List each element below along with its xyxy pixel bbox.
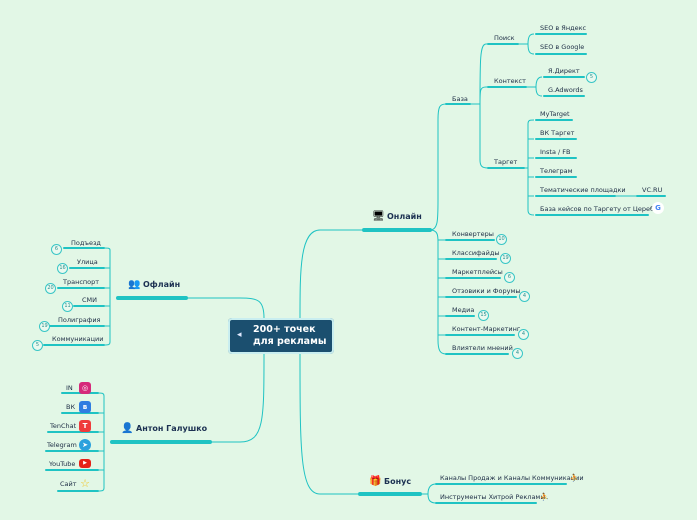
telegram-icon: ➤ [79,439,91,451]
node-base[interactable]: База [452,95,468,103]
leaf-tricky-ad-tools[interactable]: Инструменты Хитрой Рекламы [440,493,546,501]
leaf-sales-channels[interactable]: Каналы Продаж и Каналы Коммуникации [440,474,584,482]
count-badge: 5 [32,340,43,351]
leaf-yandex-direct[interactable]: Я.Директ [548,67,580,75]
leaf-telegram[interactable]: Телеграм [540,167,573,175]
leaf-seo-google[interactable]: SEO в Google [540,43,585,51]
leaf-seo-yandex[interactable]: SEO в Яндекс [540,24,587,32]
people-icon: ⛹ [540,493,549,501]
leaf-insta-fb[interactable]: Insta / FB [540,148,571,156]
star-icon: ☆ [80,477,90,490]
count-badge: 4 [519,291,530,302]
tenchat-icon: T [79,420,91,432]
branch-online[interactable]: Онлайн [387,212,422,221]
youtube-icon: ▶ [79,459,91,468]
leaf-printing[interactable]: Полиграфия [58,316,101,324]
leaf-entrance[interactable]: Подъезд [71,239,101,247]
node-search[interactable]: Поиск [494,34,515,42]
link-tenchat[interactable]: TenChat [50,422,77,430]
count-badge: 15 [478,310,489,321]
node-reviews-forums[interactable]: Отзовики и Форумы [452,287,521,295]
leaf-vk-target[interactable]: ВК Таргет [540,129,575,137]
count-badge: 16 [57,263,68,274]
count-badge: 6 [504,272,515,283]
branch-offline[interactable]: Офлайн [143,280,181,289]
people-icon: ⛹ [570,474,579,482]
count-badge: 19 [39,321,50,332]
megaphone-icon: ◂ [237,330,242,340]
branch-bonus[interactable]: Бонус [384,477,412,486]
count-badge: 20 [45,283,56,294]
link-site[interactable]: Сайт [60,480,77,488]
leaf-cerebro-cases[interactable]: База кейсов по Таргету от Церебро [540,205,663,213]
count-badge: 10 [496,234,507,245]
node-media[interactable]: Медиа [452,306,475,314]
link-instagram[interactable]: IN [66,384,73,392]
link-telegram[interactable]: Telegram [47,441,77,449]
leaf-street[interactable]: Улица [77,258,98,266]
leaf-communications[interactable]: Коммуникации [52,335,104,343]
node-content-marketing[interactable]: Контент-Маркетинг [452,325,521,333]
leaf-google-adwords[interactable]: G.Adwords [548,86,583,94]
people-icon: 👥 [128,279,141,290]
leaf-vc-ru[interactable]: VC.RU [642,186,663,194]
connector-offline [186,297,265,319]
monitor-icon: 🖥 [372,211,385,222]
count-badge: 5 [586,72,597,83]
instagram-icon: ◎ [79,382,91,394]
connector-bonus [299,353,360,495]
leaf-thematic-platforms[interactable]: Тематические площадки [540,186,626,194]
node-target[interactable]: Таргет [494,158,518,166]
link-youtube[interactable]: YouTube [49,460,76,468]
count-badge: 6 [51,244,62,255]
count-badge: 19 [500,253,511,264]
leaf-transport[interactable]: Транспорт [63,278,100,286]
node-influencers[interactable]: Влиятели мнений [452,344,513,352]
vk-icon: в [79,401,91,413]
center-node[interactable]: ◂ 200+ точек для рекламы [228,318,334,354]
count-badge: 4 [512,348,523,359]
node-marketplaces[interactable]: Маркетплейсы [452,268,503,276]
connector-author [210,353,265,443]
node-classifieds[interactable]: Классифайды [452,249,500,257]
branch-author[interactable]: Антон Галушко [136,424,208,433]
leaf-mytarget[interactable]: MyTarget [540,110,570,118]
google-icon: G [652,202,664,214]
link-vk[interactable]: ВК [66,403,76,411]
gift-icon: 🎁 [369,476,382,487]
count-badge: 11 [62,301,73,312]
node-context[interactable]: Контекст [494,77,526,85]
node-converters[interactable]: Конвертеры [452,230,494,238]
count-badge: 4 [518,329,529,340]
person-icon: 👤 [121,423,134,434]
leaf-mass-media[interactable]: СМИ [82,296,98,304]
connector-online [299,229,362,319]
center-title: 200+ точек для рекламы [253,324,327,347]
